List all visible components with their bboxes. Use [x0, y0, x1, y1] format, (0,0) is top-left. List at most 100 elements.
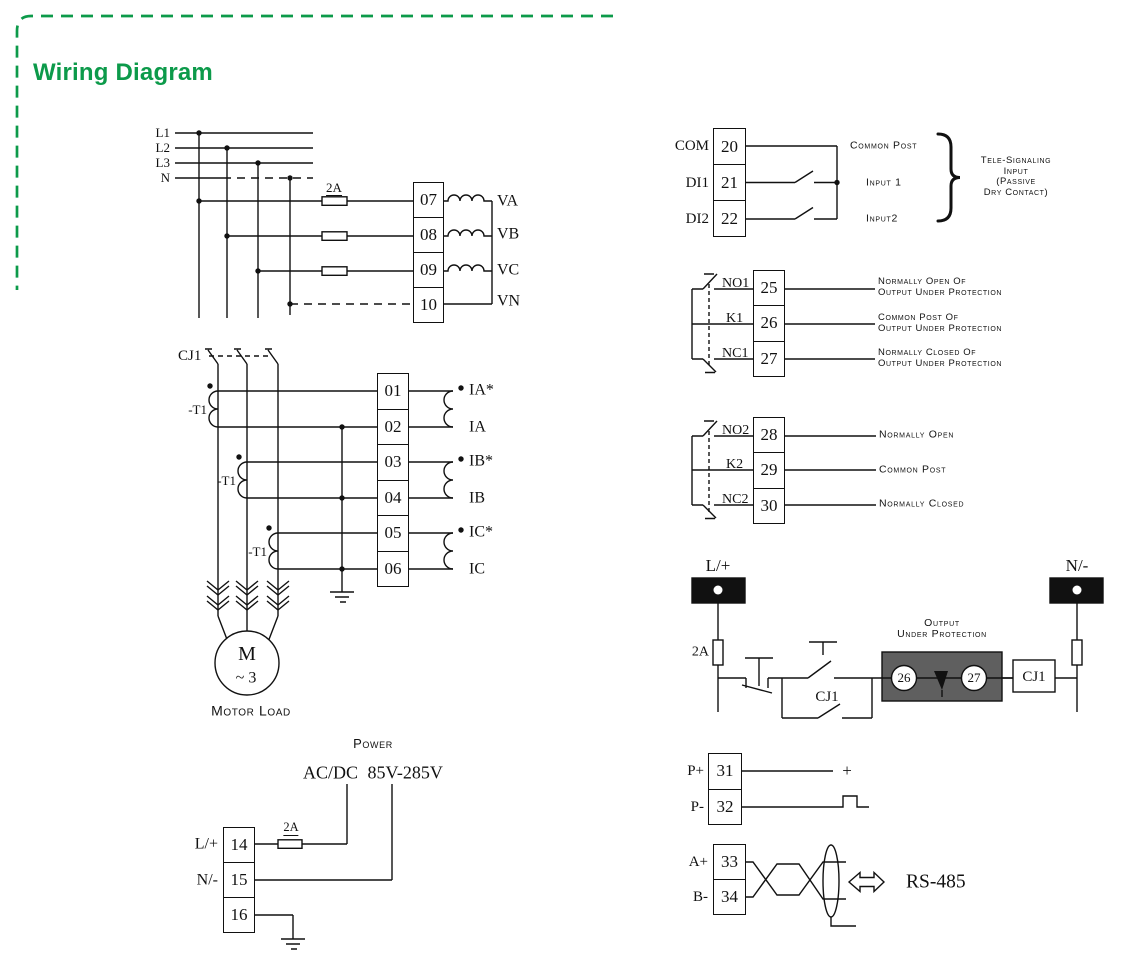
power-line-label: L/+ — [194, 835, 218, 853]
tele-note-line2: Input — [1003, 165, 1029, 177]
k1-desc-nc: Normally Closed Of Output Under Protecti… — [878, 347, 1003, 370]
di-label-com: COM — [674, 137, 709, 154]
terminal-30: 30 — [754, 487, 784, 523]
contactor-label: CJ1 — [178, 347, 202, 364]
ground-icon — [281, 938, 305, 950]
comm-a-label: A+ — [688, 853, 708, 870]
motor-symbol — [206, 580, 290, 696]
terminal-15: 15 — [224, 862, 254, 897]
fuse-icon — [1071, 639, 1083, 666]
k1-label-no1: NO1 — [722, 276, 750, 291]
shield-icon — [822, 844, 840, 918]
di-label-di1: DI1 — [685, 174, 709, 191]
terminal-10: 10 — [414, 287, 443, 322]
terminal-22: 22 — [714, 200, 745, 236]
terminal-26: 26 — [754, 305, 784, 340]
k1-label-k1: K1 — [726, 311, 744, 326]
di-terminal-block: 20 21 22 — [713, 128, 746, 237]
current-transformer-circuit — [208, 364, 377, 631]
k2-label-k2: K2 — [726, 457, 744, 472]
signal-ia: IA — [469, 418, 486, 436]
k1-desc-no-line2: Output Under Protection — [878, 286, 1003, 298]
start-button-icon — [768, 641, 837, 679]
double-arrow-icon — [847, 870, 886, 894]
tele-note-line1: Tele-Signaling — [980, 155, 1052, 166]
ct-label-b: -T1 — [217, 472, 236, 488]
terminal-25: 25 — [760, 278, 778, 298]
phase-label-l3: L3 — [155, 154, 170, 170]
ct-label-a: -T1 — [188, 401, 207, 417]
stop-button-icon — [718, 657, 773, 694]
di-desc-input2: Input2 — [866, 212, 899, 225]
k1-desc-nc-line1: Normally Closed Of — [878, 347, 977, 358]
signal-vc: VC — [497, 261, 520, 279]
terminal-07: 07 — [420, 190, 437, 209]
phase-label-l2: L2 — [155, 139, 170, 155]
signal-vn: VN — [497, 292, 521, 310]
terminal-04: 04 — [378, 479, 408, 516]
k2-label-nc2: NC2 — [722, 492, 749, 507]
k1-desc-nc-line2: Output Under Protection — [878, 357, 1003, 369]
terminal-27-circle — [960, 664, 988, 692]
comm-terminal-block: 33 34 — [713, 844, 746, 915]
terminal-28: 28 — [760, 425, 778, 445]
circle-terminal-27: 27 — [967, 669, 981, 685]
signal-ic: IC — [469, 560, 485, 578]
terminal-03: 03 — [378, 444, 408, 480]
digital-input-circuit — [746, 145, 838, 220]
terminal-34: 34 — [714, 879, 745, 914]
di-label-di2: DI2 — [685, 210, 709, 227]
pulse-minus-label: P- — [690, 798, 704, 815]
relay-k1-circuit — [691, 273, 875, 374]
control-line-label: L/+ — [705, 556, 731, 575]
coil-icon — [444, 194, 492, 202]
fuse-icon — [277, 839, 303, 849]
rs485-label: RS-485 — [906, 871, 966, 893]
cj1-aux-label: CJ1 — [815, 688, 839, 705]
terminal-09: 09 — [414, 252, 443, 287]
terminal-31: 31 — [716, 761, 734, 781]
current-terminal-block: 01 02 03 04 05 06 — [377, 373, 409, 587]
phase-label-l1: L1 — [155, 124, 170, 140]
coil-icon — [443, 390, 454, 428]
tele-note-line3: (Passive — [996, 176, 1036, 188]
signal-ic-star: IC* — [469, 523, 493, 541]
di-desc-common: Common Post — [850, 139, 918, 152]
ct-label-c: -T1 — [248, 543, 267, 559]
k1-desc-no: Normally Open Of Output Under Protection — [878, 276, 1003, 299]
tele-note-line4: Dry Contact) — [983, 186, 1049, 198]
terminal-08: 08 — [414, 217, 443, 252]
motor-phase: ~ 3 — [235, 669, 257, 687]
k1-label-nc1: NC1 — [722, 346, 749, 361]
contact-pointer-icon — [934, 671, 948, 690]
coil-icon — [443, 461, 454, 499]
brace-icon — [936, 132, 961, 223]
terminal-02: 02 — [378, 408, 408, 445]
pulse-terminal-block: 31 32 — [708, 753, 742, 825]
power-caption: Power — [353, 735, 393, 751]
k2-desc-com: Common Post — [879, 463, 947, 476]
ct-coil-icon — [268, 532, 279, 570]
cj1-coil-box — [1012, 659, 1056, 693]
k1-terminal-block: 25 26 27 — [753, 270, 785, 377]
k1-desc-com: Common Post Of Output Under Protection — [878, 312, 1002, 335]
current-coil-group — [409, 390, 454, 570]
motor-letter: M — [238, 643, 256, 666]
comm-b-label: B- — [693, 888, 708, 905]
ct-coil-icon — [208, 390, 219, 428]
phase-bus — [175, 132, 313, 318]
k2-desc-no: Normally Open — [879, 428, 955, 441]
control-fuse-label: 2A — [691, 644, 709, 660]
voltage-terminal-block: 07 08 09 10 — [413, 182, 444, 323]
relay-k2-circuit — [691, 420, 876, 520]
terminal-14: 14 — [230, 835, 248, 854]
fuse-rating-label: 2A — [326, 180, 342, 197]
contactor-cj1-symbol — [205, 348, 279, 365]
dashed-border — [15, 14, 613, 290]
terminal-33: 33 — [721, 852, 738, 871]
power-terminal-block: 14 15 16 — [223, 827, 255, 933]
terminal-06: 06 — [378, 550, 408, 587]
tele-signaling-note: Tele-Signaling Input (Passive Dry Contac… — [964, 155, 1068, 198]
terminal-16: 16 — [224, 897, 254, 932]
